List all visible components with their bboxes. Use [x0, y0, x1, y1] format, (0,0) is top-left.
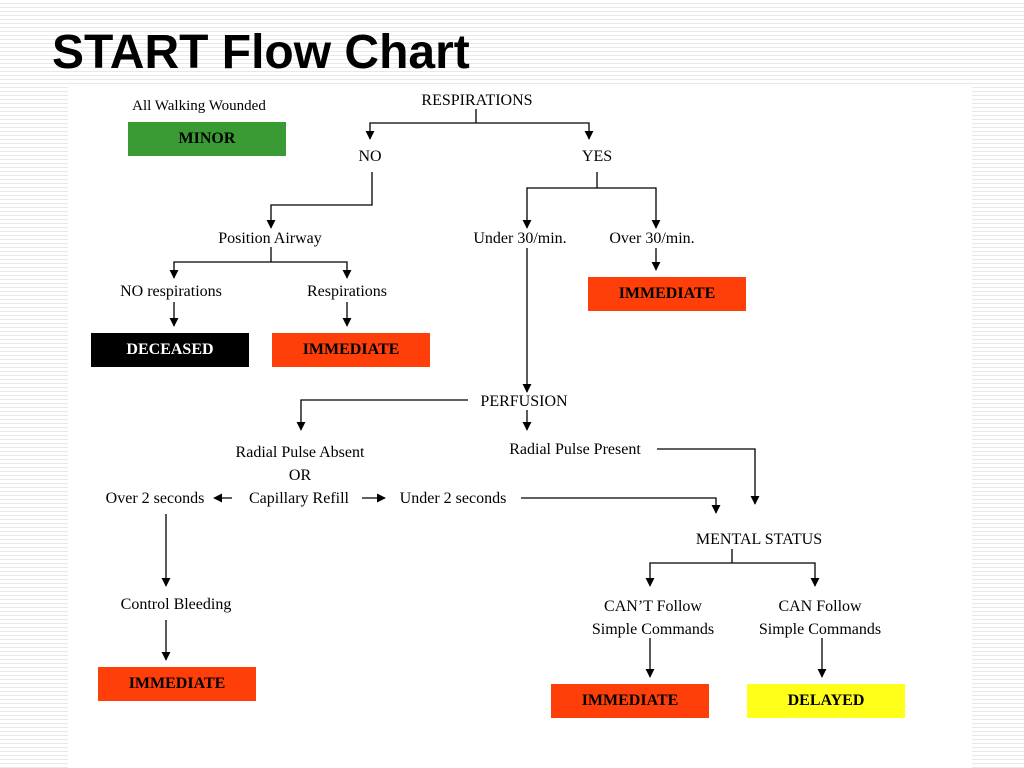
- radial-present-label: Radial Pulse Present: [509, 441, 641, 458]
- cant-follow-line-1: CAN’T Follow: [604, 598, 702, 615]
- under-30-label: Under 30/min.: [473, 230, 567, 247]
- can-follow-line-2: Simple Commands: [758, 621, 882, 638]
- diagram-panel: [68, 84, 972, 768]
- connector-to-no-resp: [169, 261, 271, 279]
- respirations-label: Respirations: [307, 283, 387, 300]
- no-label: NO: [358, 148, 382, 165]
- walking-wounded-label: All Walking Wounded: [132, 98, 266, 114]
- connector-present-to-mental: [657, 448, 760, 505]
- deceased-box: DECEASED: [91, 333, 249, 367]
- delayed-box: DELAYED: [747, 684, 905, 718]
- connector-perfusion-to-absent: [296, 399, 468, 431]
- mental-status-node: MENTAL STATUS: [695, 531, 823, 548]
- immediate-respiration-box: IMMEDIATE: [588, 277, 746, 311]
- immediate-mental-box: IMMEDIATE: [551, 684, 709, 718]
- respirations-node: RESPIRATIONS: [421, 92, 533, 109]
- position-airway-node: Position Airway: [218, 230, 322, 247]
- connector-to-cant: [645, 562, 732, 587]
- over-2-label: Over 2 seconds: [105, 490, 205, 507]
- immediate-airway-box: IMMEDIATE: [272, 333, 430, 367]
- minor-box: MINOR: [128, 122, 286, 156]
- no-respirations-label: NO respirations: [120, 283, 222, 300]
- over-30-label: Over 30/min.: [609, 230, 695, 247]
- connector-to-yes: [476, 122, 594, 140]
- capillary-refill-label: Capillary Refill: [249, 490, 349, 507]
- connector-to-can: [732, 562, 820, 587]
- can-follow-line-1: CAN Follow: [778, 598, 862, 615]
- page-title: START Flow Chart: [52, 26, 470, 79]
- or-label: OR: [288, 467, 312, 484]
- connector-to-resp: [271, 261, 352, 279]
- radial-absent-label: Radial Pulse Absent: [235, 444, 365, 461]
- cant-follow-line-2: Simple Commands: [591, 621, 715, 638]
- connector-to-over30: [597, 187, 661, 229]
- connector-under2-to-mental: [521, 497, 721, 514]
- immediate-bleeding-box: IMMEDIATE: [98, 667, 256, 701]
- connector-to-no: [365, 122, 476, 140]
- under-2-label: Under 2 seconds: [399, 490, 507, 507]
- connector-to-under30: [522, 187, 597, 229]
- yes-label: YES: [581, 148, 613, 165]
- perfusion-node: PERFUSION: [480, 393, 568, 410]
- connector-no-to-airway: [266, 172, 373, 229]
- control-bleeding-label: Control Bleeding: [120, 596, 232, 613]
